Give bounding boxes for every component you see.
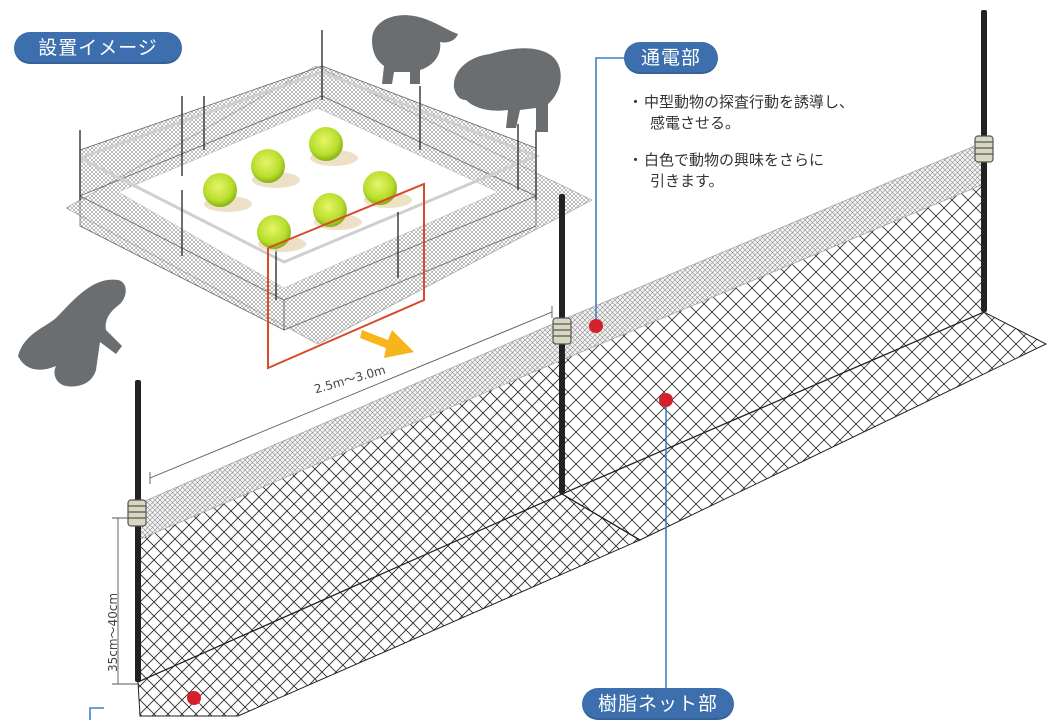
post-left xyxy=(135,380,141,682)
installation-image-label: 設置イメージ xyxy=(14,32,182,64)
description-line: 白色で動物の興味をさらに xyxy=(644,151,825,169)
description-item-2: ・白色で動物の興味をさらに 引きます。 xyxy=(628,150,928,192)
raccoon-top xyxy=(372,15,458,84)
cabbage xyxy=(203,173,237,207)
leader-electrified xyxy=(595,57,626,326)
installation-illustration xyxy=(65,30,593,370)
cabbages xyxy=(203,127,397,249)
leader-ground xyxy=(89,707,104,720)
raccoon-right xyxy=(453,48,561,132)
cabbage xyxy=(257,215,291,249)
width-dimension-line xyxy=(149,311,553,479)
raccoon-left xyxy=(18,279,126,387)
insulators xyxy=(127,135,994,527)
bullet: ・ xyxy=(628,93,644,111)
ground-skirt-left xyxy=(137,493,642,717)
marker-resin-net xyxy=(659,393,673,407)
cabbage xyxy=(309,127,343,161)
height-dimension-label: 35cm～40cm xyxy=(106,592,120,672)
direction-arrow xyxy=(360,330,414,358)
description-item-1: ・中型動物の探査行動を誘導し、 感電させる。 xyxy=(628,92,928,134)
leader-lines xyxy=(89,57,667,720)
dimension-lines xyxy=(112,306,553,685)
resin-net-part-label: 樹脂ネット部 xyxy=(582,688,734,720)
marker-electrified xyxy=(589,319,603,333)
animal-silhouettes xyxy=(18,15,561,387)
description-line: 感電させる。 xyxy=(650,114,741,132)
description-line: 中型動物の探査行動を誘導し、 xyxy=(644,93,855,111)
bullet: ・ xyxy=(628,151,644,169)
cabbage xyxy=(363,171,397,205)
mini-posts xyxy=(79,30,537,300)
marker-dots xyxy=(187,319,673,705)
fence-wall-front-right xyxy=(283,195,537,331)
cabbage xyxy=(251,149,285,183)
highlight-box xyxy=(267,182,425,370)
description-line: 引きます。 xyxy=(650,172,724,190)
marker-ground-net xyxy=(187,691,201,705)
field-area xyxy=(117,107,499,289)
electrified-part-label: 通電部 xyxy=(624,42,718,74)
